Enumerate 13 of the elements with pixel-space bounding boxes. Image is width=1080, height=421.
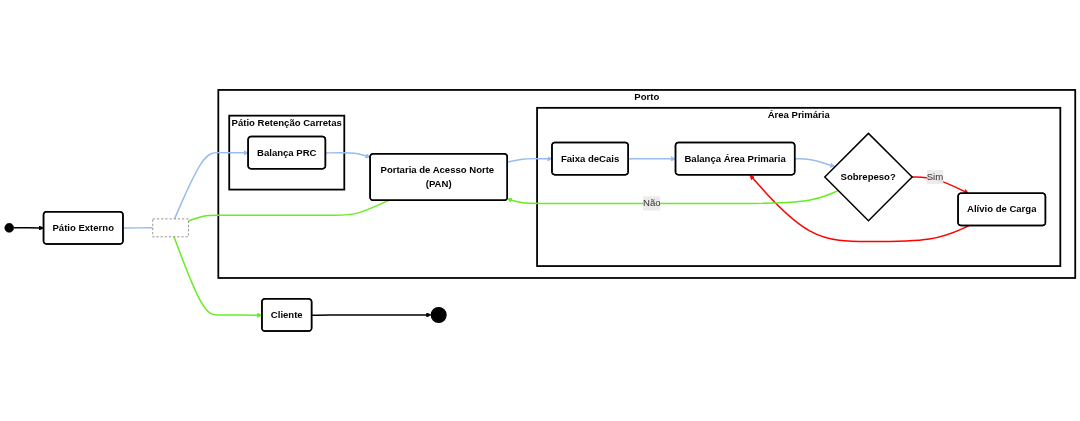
node-bar	[152, 218, 189, 238]
connector	[122, 227, 154, 229]
connector	[187, 199, 389, 222]
arrow	[173, 150, 249, 220]
edge-label: Sim	[926, 171, 944, 182]
arrow	[311, 312, 432, 318]
arrow	[749, 174, 970, 243]
arrow	[911, 176, 969, 194]
arrow	[794, 158, 836, 168]
edge-label: Não	[643, 198, 661, 209]
arrow	[507, 189, 839, 205]
node-circle	[4, 223, 14, 233]
node-diamond: Sobrepeso?	[823, 132, 914, 222]
